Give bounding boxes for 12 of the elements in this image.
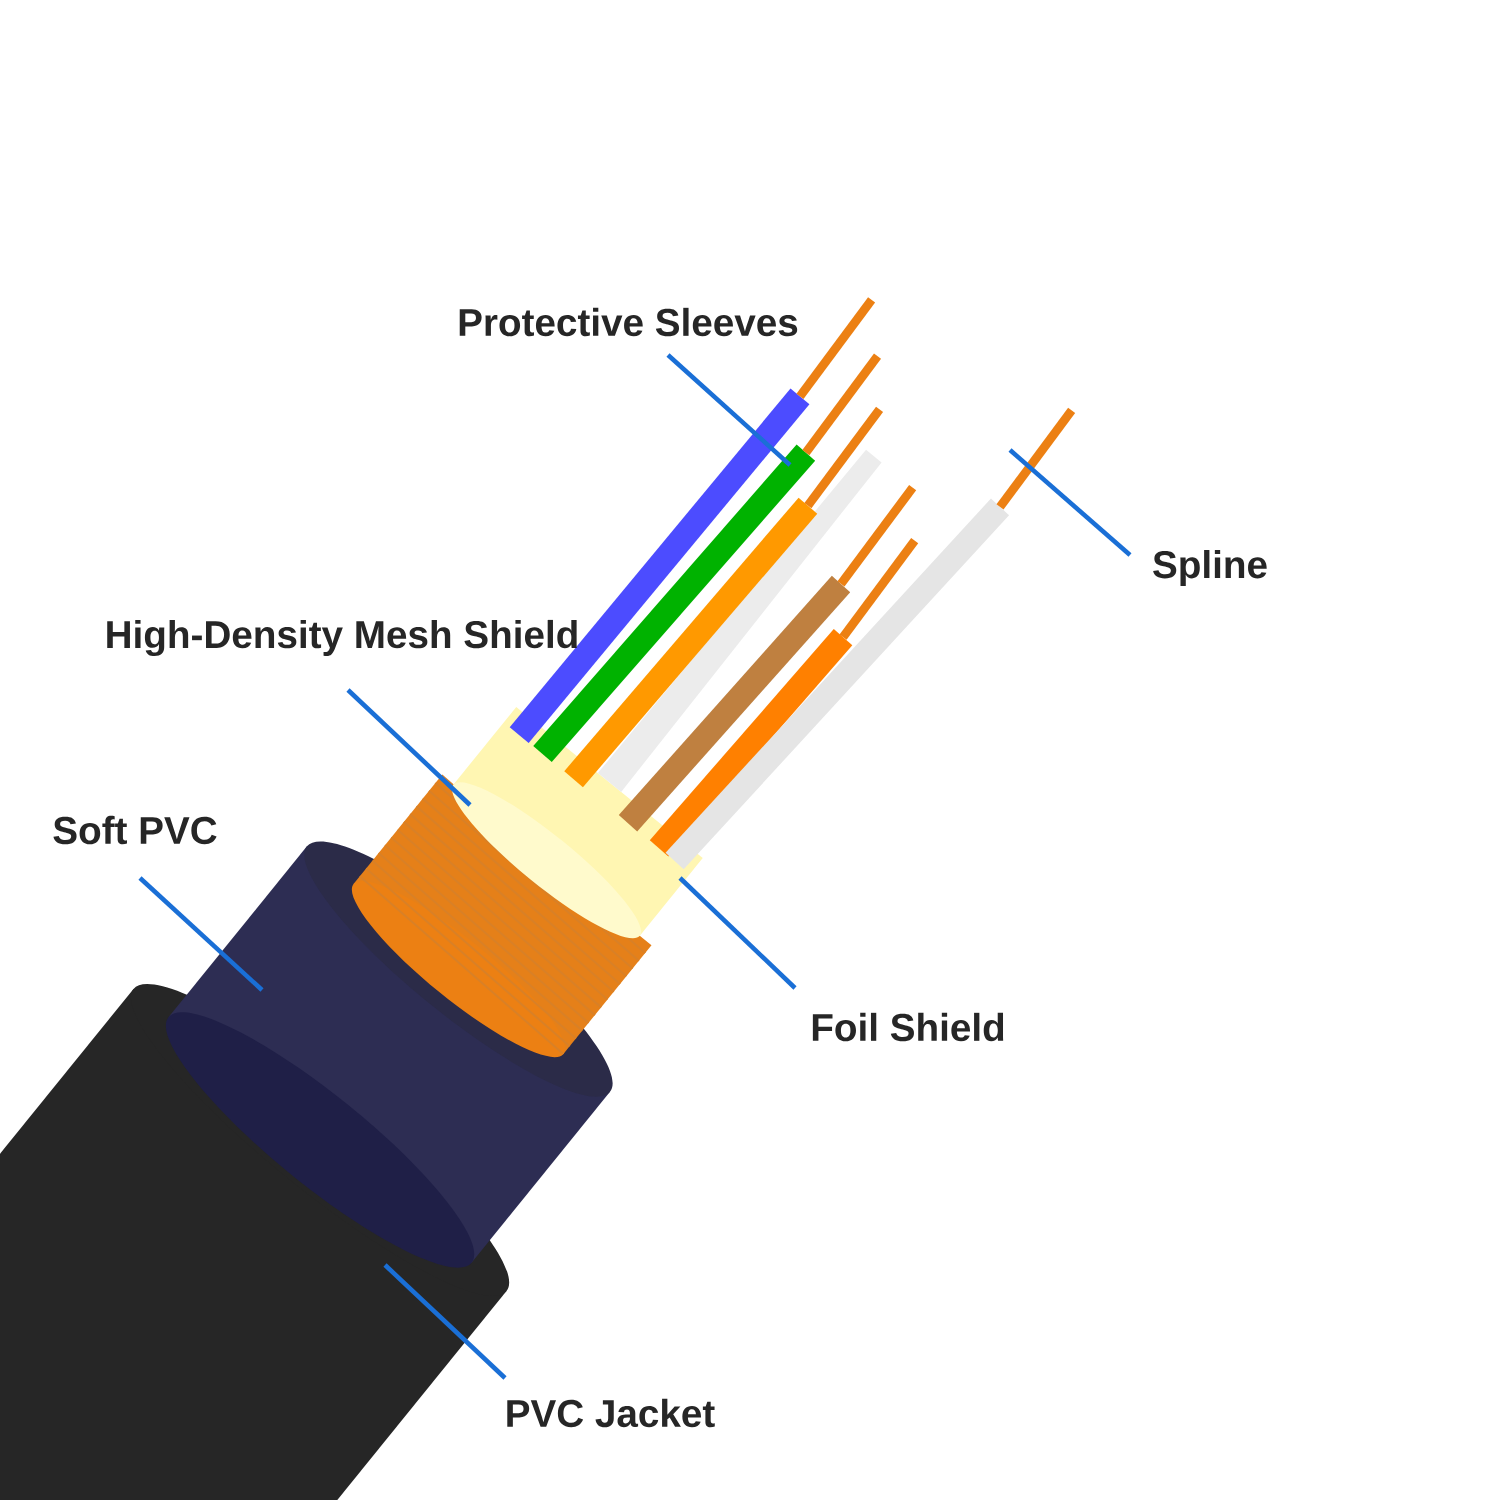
part-label: Soft PVC xyxy=(53,815,217,845)
leader-line xyxy=(678,876,797,990)
leader-line xyxy=(346,688,472,807)
leader-line xyxy=(1008,448,1132,557)
leader-line xyxy=(138,876,264,992)
leader-line xyxy=(383,1263,507,1380)
part-label: High-Density Mesh Shield xyxy=(107,619,577,657)
part-label: Spline xyxy=(1153,550,1267,586)
part-label: PVC Jacket xyxy=(507,1398,715,1428)
part-label: Foil Shield xyxy=(812,1012,1004,1042)
part-label: Protective Sleeves xyxy=(459,307,798,337)
leader-line xyxy=(666,353,792,467)
